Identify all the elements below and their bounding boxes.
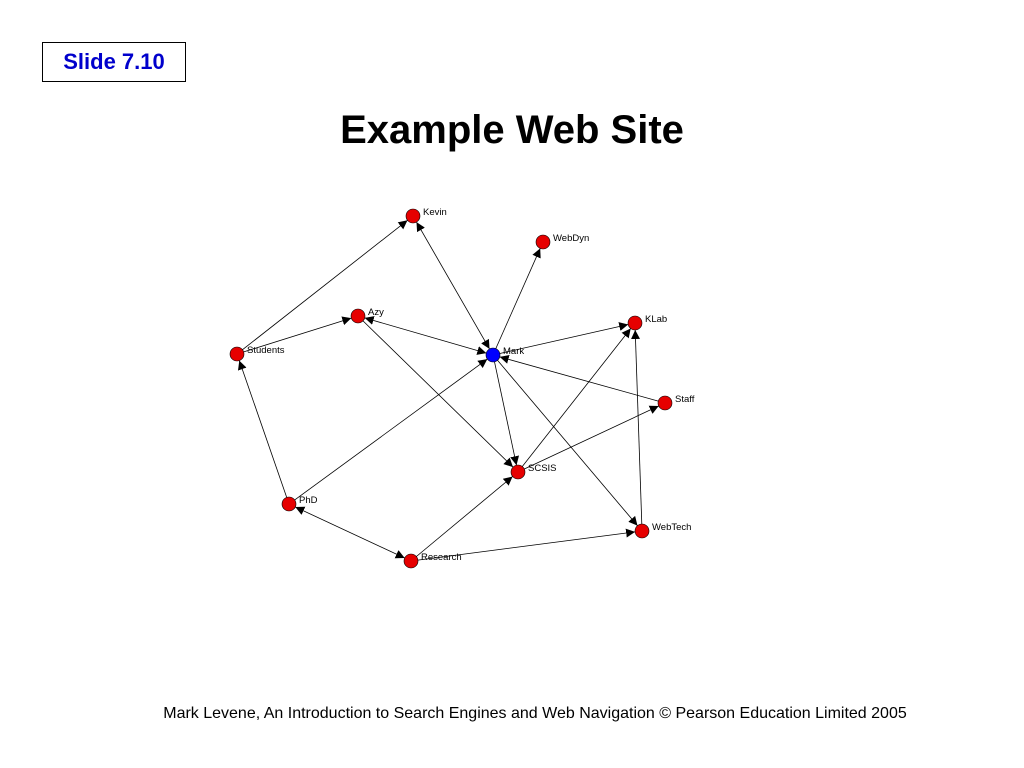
node-circle: [281, 496, 297, 512]
node-label: Students: [247, 345, 285, 356]
node-circle: [634, 523, 650, 539]
edge-scsis-klab: [521, 328, 632, 467]
node-label: Mark: [503, 346, 524, 357]
node-circle: [510, 464, 526, 480]
graph-node-staff: Staff: [657, 394, 695, 411]
graph-node-webdyn: WebDyn: [535, 233, 589, 250]
graph-node-students: Students: [229, 345, 285, 362]
edge-mark-klab: [499, 322, 629, 354]
graph-node-scsis: SCSIS: [510, 463, 557, 480]
slide-title: Example Web Site: [340, 108, 684, 152]
edge-azy-mark: [364, 316, 487, 355]
edge-mark-scsis: [494, 361, 520, 466]
node-circle: [535, 234, 551, 250]
edge-mark-webdyn: [495, 248, 541, 349]
node-label: WebTech: [652, 522, 691, 533]
node-circle: [627, 315, 643, 331]
edges-layer: [237, 219, 659, 561]
node-label: WebDyn: [553, 233, 589, 244]
node-label: KLab: [645, 314, 667, 325]
edge-kevin-mark: [416, 221, 490, 350]
edge-research-scsis: [416, 476, 513, 557]
graph-node-klab: KLab: [627, 314, 667, 331]
node-label: Azy: [368, 307, 384, 318]
edge-students-azy: [243, 316, 352, 353]
edge-webtech-klab: [631, 329, 643, 525]
edge-phd-mark: [294, 358, 488, 501]
node-label: Kevin: [423, 207, 447, 218]
graph-node-mark: Mark: [485, 346, 524, 363]
node-label: SCSIS: [528, 463, 557, 474]
edge-mark-webtech: [497, 360, 638, 526]
node-label: PhD: [299, 495, 318, 506]
node-circle: [657, 395, 673, 411]
node-circle: [229, 346, 245, 362]
node-label: Research: [421, 552, 462, 563]
node-circle: [403, 553, 419, 569]
edge-phd-research: [295, 506, 405, 559]
edge-scsis-staff: [524, 405, 659, 470]
node-circle: [485, 347, 501, 363]
node-circle: [350, 308, 366, 324]
slide-number-badge: Slide 7.10: [42, 42, 186, 82]
edge-students-kevin: [242, 219, 408, 351]
edge-staff-mark: [499, 354, 659, 402]
graph-node-azy: Azy: [350, 307, 384, 324]
graph-node-phd: PhD: [281, 495, 318, 512]
edge-research-webtech: [417, 528, 636, 561]
graph-node-kevin: Kevin: [405, 207, 447, 224]
node-label: Staff: [675, 394, 695, 405]
graph-node-research: Research: [403, 552, 462, 569]
edge-phd-students: [237, 360, 288, 498]
slide-footer: Mark Levene, An Introduction to Search E…: [163, 705, 907, 722]
edge-azy-scsis: [362, 320, 514, 468]
graph-node-webtech: WebTech: [634, 522, 691, 539]
node-circle: [405, 208, 421, 224]
